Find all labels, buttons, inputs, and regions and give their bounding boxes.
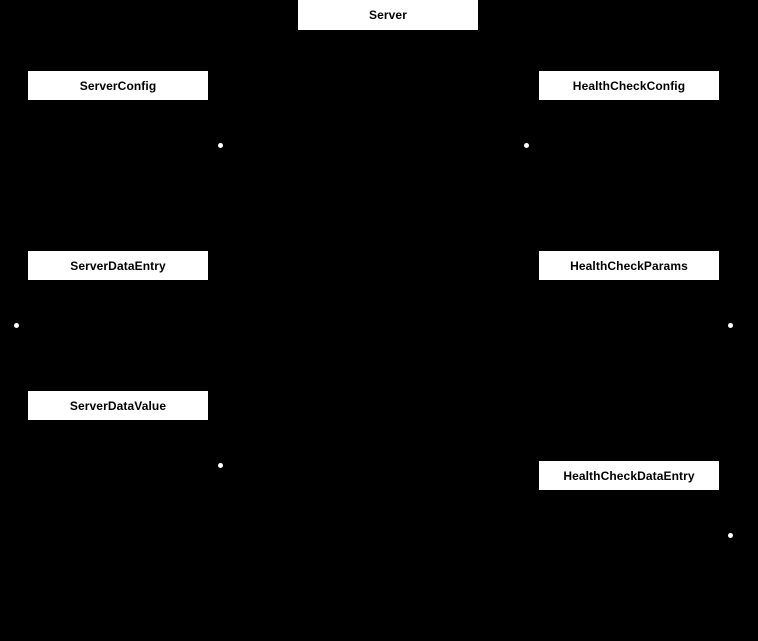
node-server-config[interactable]: ServerConfig <box>28 71 208 100</box>
node-label: ServerDataEntry <box>70 258 166 273</box>
node-label: ServerConfig <box>79 78 157 93</box>
edge-marker-dot <box>728 323 733 328</box>
node-health-check-config[interactable]: HealthCheckConfig <box>539 71 719 100</box>
node-server-data-value[interactable]: ServerDataValue <box>28 391 208 420</box>
node-label: HealthCheckParams <box>570 258 688 273</box>
node-label: ServerDataValue <box>69 398 167 413</box>
edge-marker-dot <box>218 143 223 148</box>
edge-marker-dot <box>728 533 733 538</box>
node-label: HealthCheckDataEntry <box>563 468 695 483</box>
node-label: Server <box>369 8 407 22</box>
edge-marker-dot <box>218 463 223 468</box>
node-label: HealthCheckConfig <box>572 78 686 93</box>
edge-marker-dot <box>14 323 19 328</box>
node-server[interactable]: Server <box>298 0 478 30</box>
node-health-check-params[interactable]: HealthCheckParams <box>539 251 719 280</box>
node-server-data-entry[interactable]: ServerDataEntry <box>28 251 208 280</box>
node-health-check-data-entry[interactable]: HealthCheckDataEntry <box>539 461 719 490</box>
edge-marker-dot <box>524 143 529 148</box>
